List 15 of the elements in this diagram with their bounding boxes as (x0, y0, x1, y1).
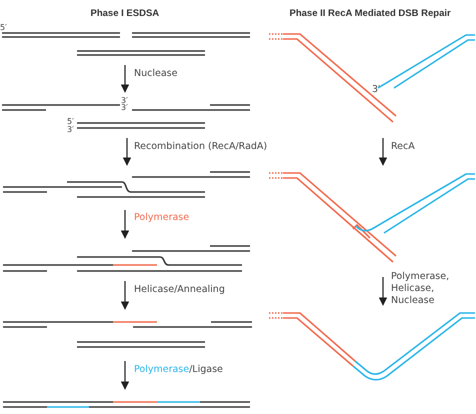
strand-end-label: 5′ (67, 118, 74, 126)
strand-end-label: 3′ (121, 104, 128, 112)
step-label: RecA (391, 141, 415, 153)
step-label: Polymerase/Ligase (134, 364, 223, 376)
strand-end-label: 3′ (67, 126, 74, 134)
strand-end-label: 5′ (0, 24, 7, 32)
step-label: Recombination (RecA/RadA) (134, 141, 268, 153)
phase-heading: Phase I ESDSA (90, 8, 160, 20)
step-label: Polymerase, Helicase, Nuclease (391, 271, 450, 307)
phase-heading: Phase II RecA Mediated DSB Repair (290, 8, 451, 20)
step-label: Helicase/Annealing (134, 284, 225, 296)
step-label: Polymerase (134, 212, 190, 224)
step-label: Nuclease (134, 68, 178, 80)
strand-end-label: 3′ (121, 97, 128, 105)
strand-end-label: 3′ (372, 84, 380, 96)
